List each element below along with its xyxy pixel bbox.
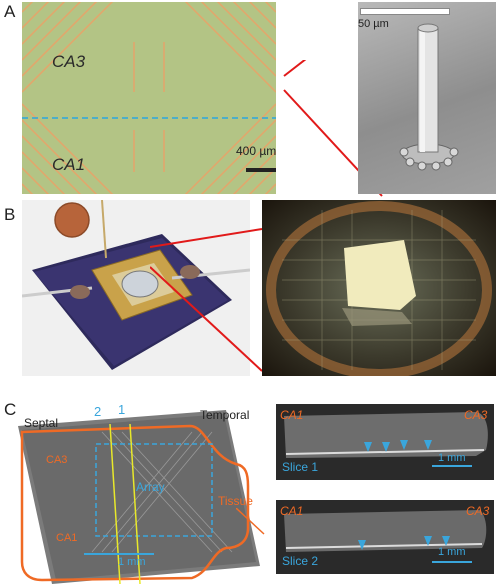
label-tissue: Tissue — [218, 494, 253, 508]
zoom-lines-b — [150, 228, 263, 372]
micropillar-shape — [399, 23, 459, 171]
device-illustration — [22, 200, 250, 370]
label-ca1: CA1 — [56, 532, 78, 544]
slice-2-image: CA1 CA3 Slice 2 1 mm — [276, 500, 494, 574]
label-array: Array — [136, 480, 165, 494]
slice-1-name: Slice 1 — [282, 460, 319, 474]
slice-2-texture — [284, 510, 487, 563]
tissue-overlay — [18, 410, 260, 584]
slice-1-texture — [284, 412, 488, 467]
sem-micropillar-image: 50 µm — [358, 2, 496, 194]
scale-bar-label: 400 µm — [236, 144, 276, 158]
panel-b-letter: B — [4, 205, 16, 224]
slice-2-scale: 1 mm — [438, 546, 466, 558]
label-scale-1mm: 1 mm — [118, 556, 146, 568]
label-temporal: Temporal — [200, 408, 250, 422]
tissue-array-image: Septal Temporal 2 1 CA3 CA1 Array 1 mm — [12, 402, 266, 584]
tissue-outline — [20, 424, 250, 582]
label-line-2: 2 — [94, 404, 102, 419]
slice-2-label-ca1: CA1 — [280, 504, 304, 518]
scale-bar — [246, 168, 276, 172]
panel-a-letter: A — [4, 2, 16, 21]
array-traces — [22, 2, 276, 194]
tissue-pointer — [236, 508, 265, 535]
device-photo — [22, 200, 250, 376]
panel-c-letter: C — [4, 400, 17, 419]
well-detail — [266, 201, 492, 376]
slice-1-label-ca3: CA3 — [464, 408, 488, 422]
label-line-1: 1 — [118, 402, 126, 417]
slice-1-label-ca1: CA1 — [280, 408, 304, 422]
sem-scale-bar — [360, 8, 450, 15]
guide-line-1 — [129, 423, 141, 584]
well-micrograph — [262, 200, 496, 376]
slice-2-label-ca3: CA3 — [466, 504, 490, 518]
sem-scale-label: 50 µm — [358, 18, 389, 30]
label-septal: Septal — [24, 416, 59, 430]
label-ca3: CA3 — [46, 454, 68, 466]
region-label-ca1: CA1 — [52, 155, 86, 174]
electrode-array-micrograph: CA3 CA1 400 µm — [22, 2, 276, 194]
slice-1-image: CA1 CA3 Slice 1 1 mm — [276, 404, 494, 480]
region-label-ca3: CA3 — [52, 52, 86, 71]
slice-1-scale: 1 mm — [438, 452, 466, 464]
guide-line-2 — [109, 423, 121, 584]
slice-2-name: Slice 2 — [282, 554, 319, 568]
